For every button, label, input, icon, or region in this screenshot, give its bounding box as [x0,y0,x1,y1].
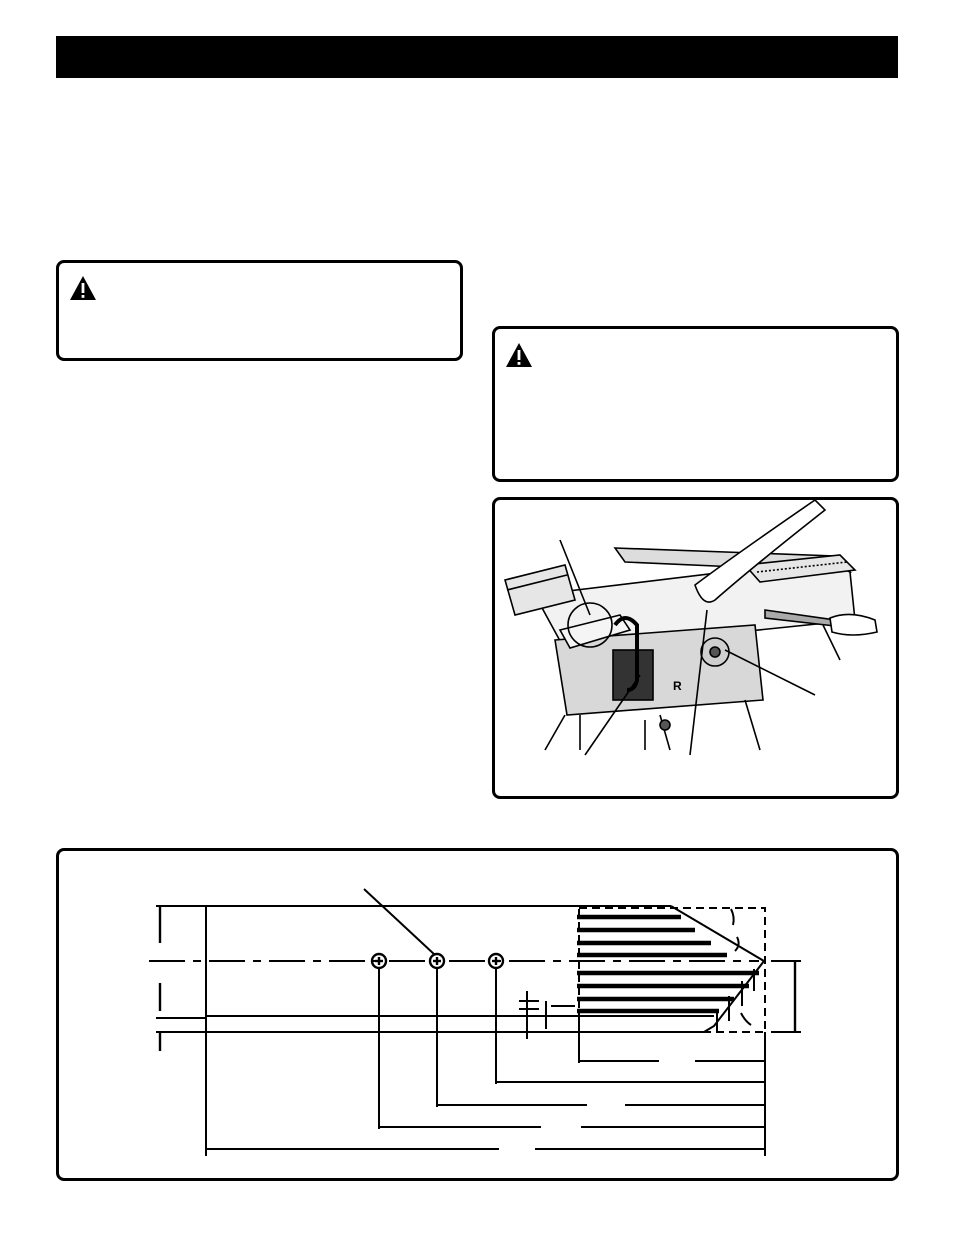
warning-triangle-icon [505,342,533,368]
warning-box-left [56,260,463,361]
alignment-diagram-box [56,848,899,1181]
table-saw-illustration: R [504,500,878,756]
warning-triangle-icon [69,275,97,301]
svg-text:R: R [673,679,682,693]
alignment-dimension-diagram [149,888,801,1156]
page-header-bar [56,36,898,78]
warning-box-right [492,326,899,482]
saw-figure-box: R [492,497,899,799]
